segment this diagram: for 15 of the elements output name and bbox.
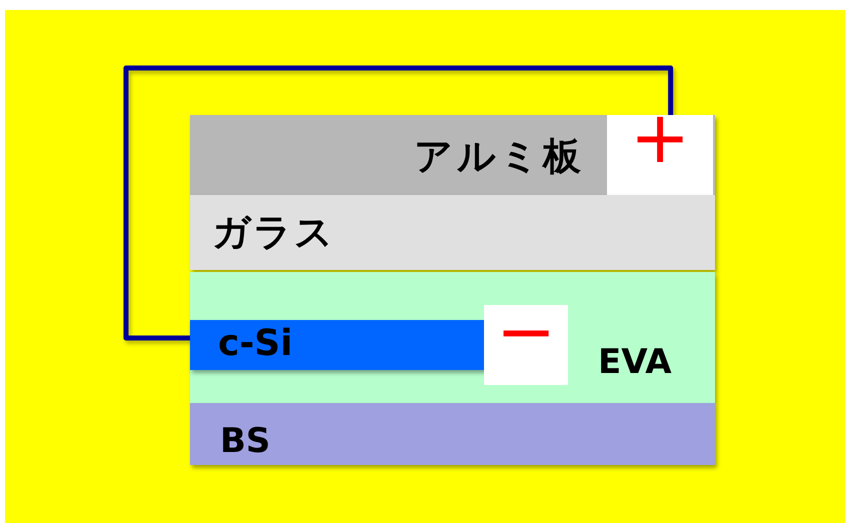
eva-layer [190, 272, 715, 403]
positive-terminal [607, 115, 713, 195]
wire [124, 66, 674, 340]
layer-label: EVA [598, 342, 672, 382]
terminal-sign: + [628, 101, 692, 173]
layer-label: ガラス [212, 209, 335, 256]
terminal-sign: − [494, 295, 558, 367]
negative-terminal [484, 305, 568, 385]
layer-label: アルミ板 [414, 133, 585, 180]
backsheet-layer [190, 403, 715, 465]
layer-label: c-Si [218, 323, 293, 364]
silicon-cell-layer [190, 320, 487, 370]
layer-label: BS [220, 421, 270, 461]
glass-layer [190, 195, 715, 270]
aluminium-plate-layer [190, 115, 715, 195]
